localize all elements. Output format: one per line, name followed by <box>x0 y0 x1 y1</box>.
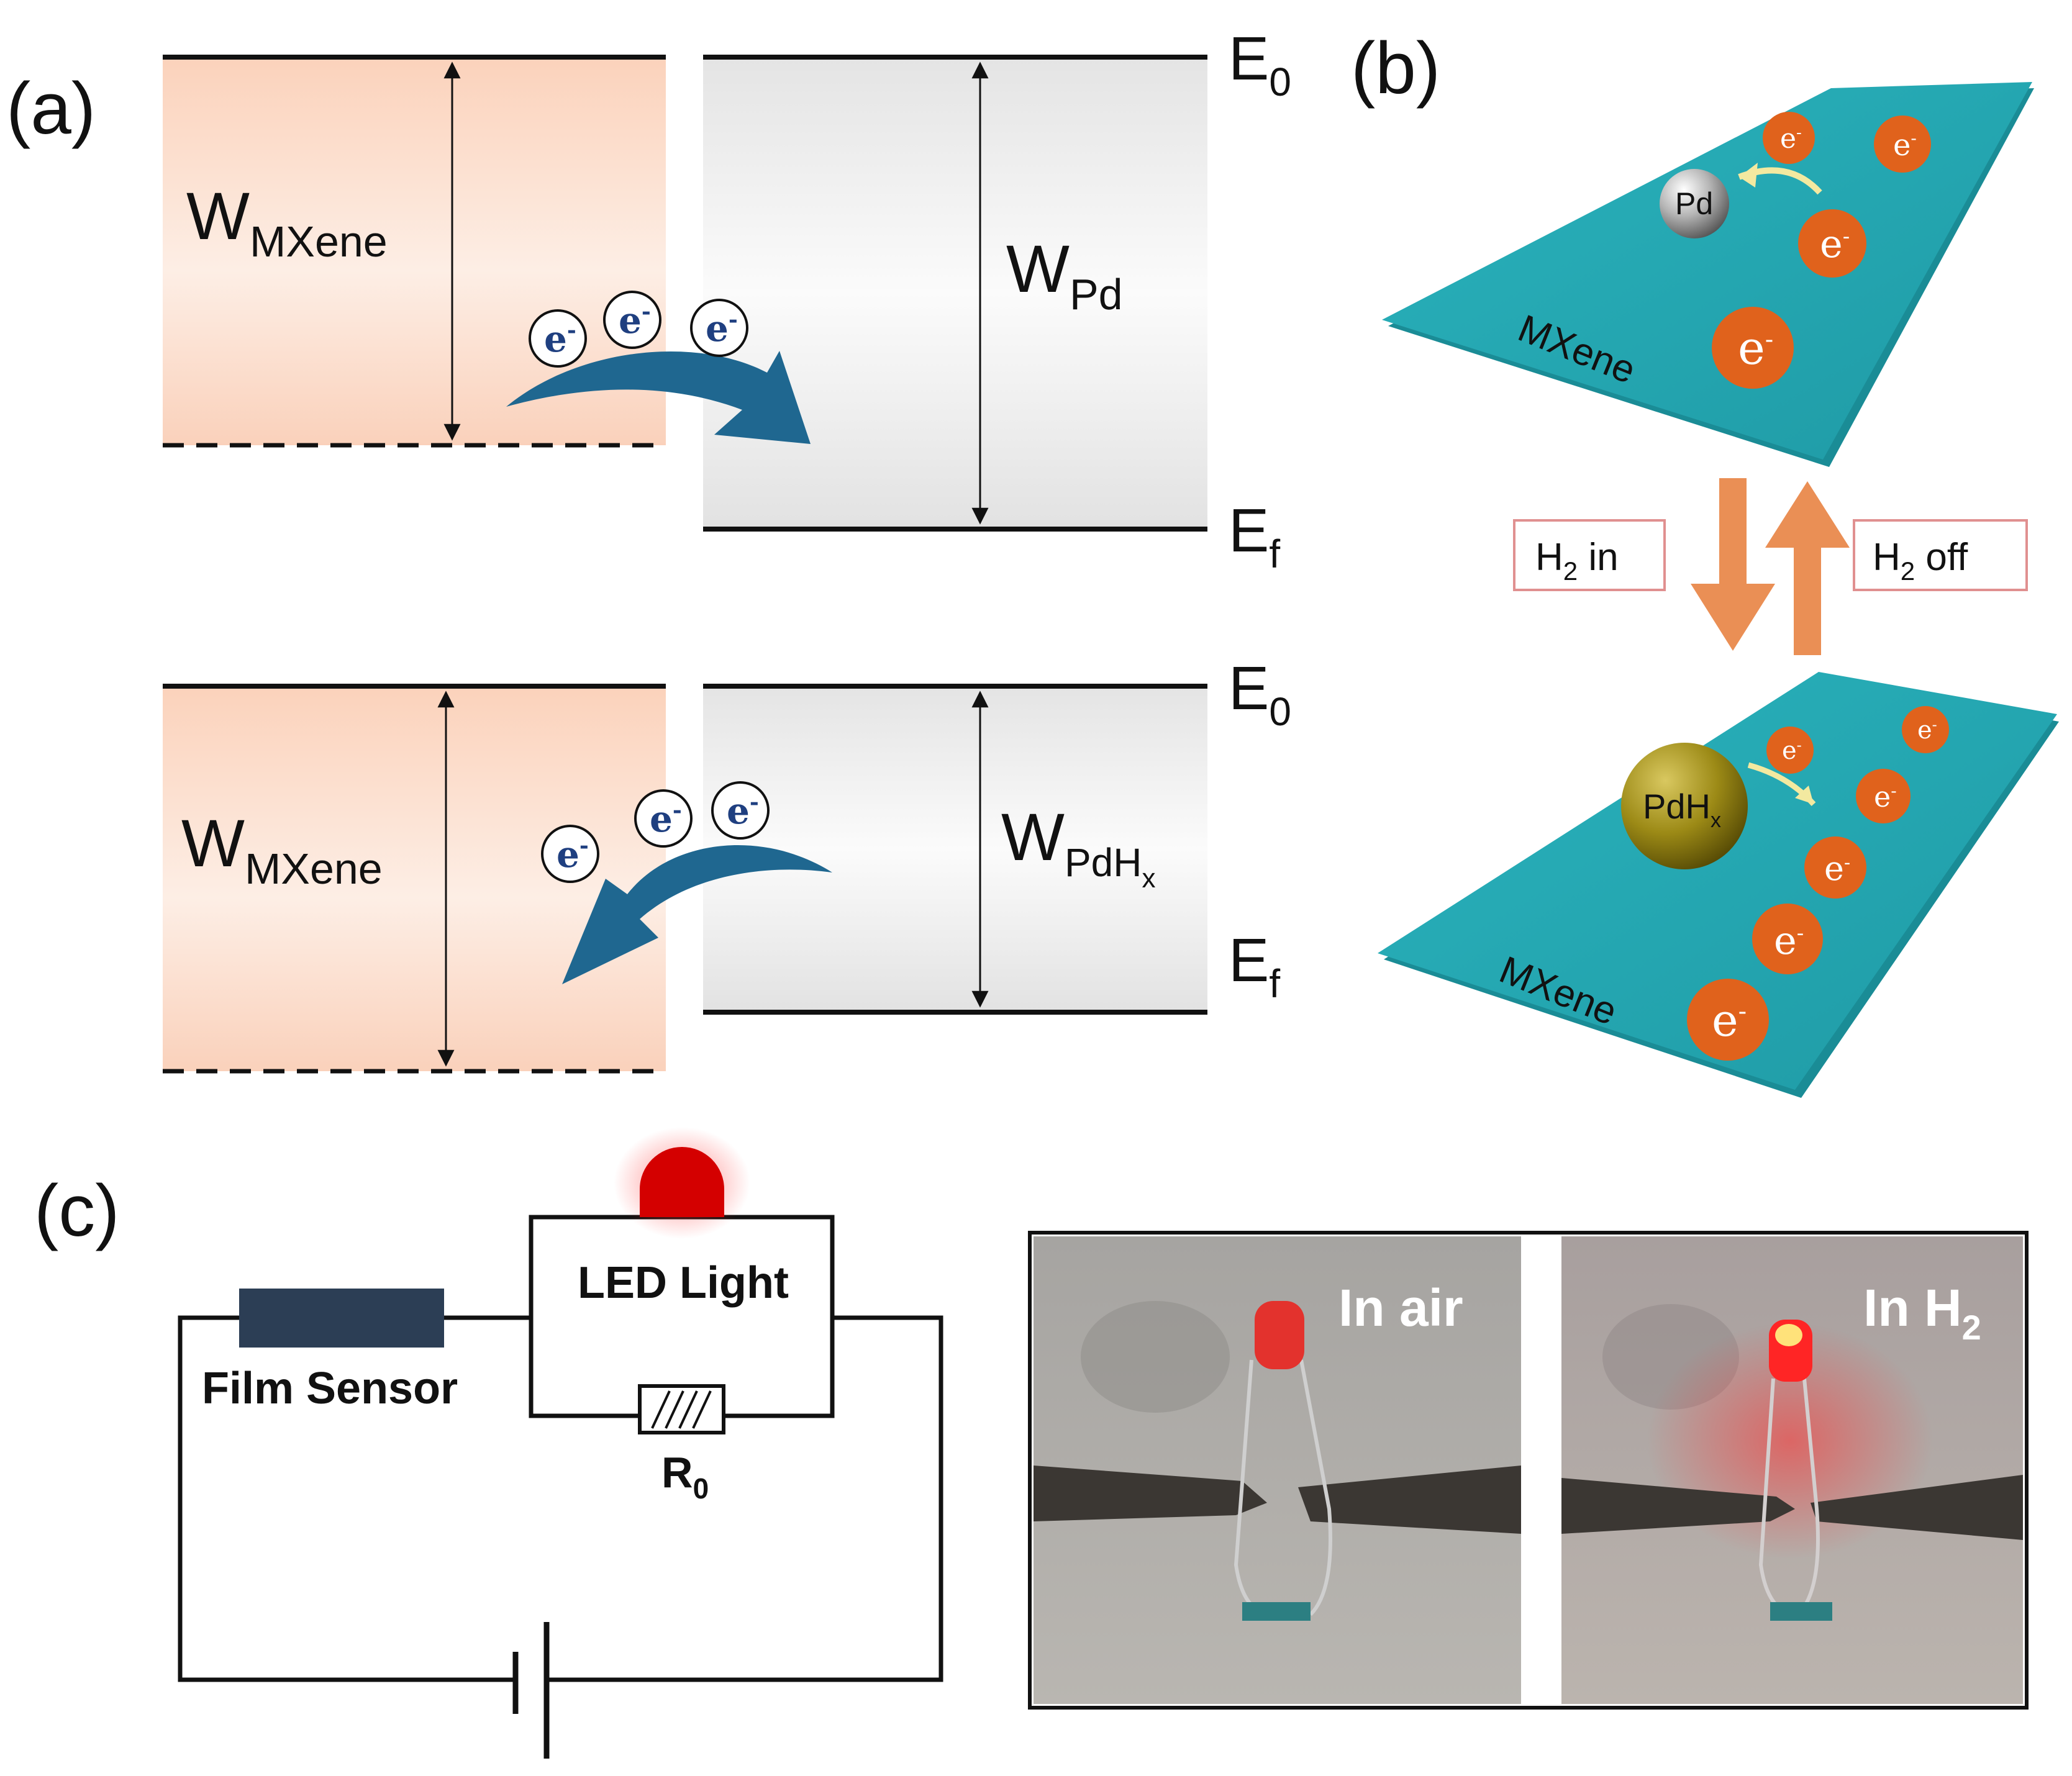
svg-text:e-: e- <box>544 317 576 360</box>
h2-off-box <box>1853 519 2028 591</box>
panel-b: (b) MXene Pd e- e- e- e- <box>1351 27 2059 1098</box>
svg-text:e-: e- <box>1874 780 1897 813</box>
svg-text:e-: e- <box>1738 322 1773 375</box>
svg-text:e-: e- <box>1824 849 1850 888</box>
h2-in-box <box>1513 519 1666 591</box>
film-sensor <box>239 1289 444 1348</box>
pd-label: Pd <box>1675 186 1713 221</box>
panel-a-label: (a) <box>6 68 96 150</box>
pdhx-block <box>703 686 1207 1012</box>
electron-circles-bottom: e- e- e- <box>541 781 770 883</box>
pdhx-particle <box>1621 743 1748 869</box>
w-pdhx-label: WPdHx <box>1001 799 1155 894</box>
e0-label-bottom: E0 <box>1229 654 1291 734</box>
in-h2-label: In H2 <box>1863 1279 1981 1347</box>
h2-off-label: H2 off <box>1873 536 1968 586</box>
svg-text:e-: e- <box>1782 736 1802 765</box>
ef-label-top: Ef <box>1229 496 1280 576</box>
e0-label-top: E0 <box>1229 24 1291 104</box>
w-mxene-label-top: WMXene <box>186 178 388 266</box>
led-unlit <box>1255 1301 1304 1369</box>
electrons-top: e- e- e- e- <box>1712 112 1931 389</box>
pdhx-label: PdHx <box>1643 787 1721 832</box>
svg-text:e-: e- <box>706 307 738 350</box>
photo-in-h2: In H2 <box>1561 1236 2023 1704</box>
svg-text:e-: e- <box>1820 221 1850 266</box>
w-pd-label: WPd <box>1006 231 1123 319</box>
ef-label-bottom: Ef <box>1229 926 1280 1006</box>
led-light-label: LED Light <box>578 1258 789 1308</box>
r0-label: R0 <box>661 1448 709 1505</box>
svg-text:e-: e- <box>1774 918 1804 963</box>
svg-text:e-: e- <box>650 797 682 840</box>
led-bulb <box>640 1147 724 1217</box>
panel-c-label: (c) <box>34 1170 120 1252</box>
mxene-plate-bottom: MXene PdHx e- e- e- e- e- e- <box>1378 672 2059 1098</box>
svg-text:e-: e- <box>1712 994 1747 1046</box>
pd-particle <box>1660 169 1729 238</box>
electron-circles-top: e- e- e- <box>529 291 748 368</box>
band-diagram-top: WMXene WPd e- e- e- E0 Ef <box>163 24 1291 576</box>
svg-text:e-: e- <box>557 833 589 876</box>
mxene-plate-top: MXene Pd e- e- e- e- <box>1382 82 2034 467</box>
w-mxene-label-bottom: WMXene <box>181 805 383 893</box>
band-diagram-bottom: WMXene WPdHx e- e- e- E0 Ef <box>163 654 1291 1074</box>
h2-off-arrow <box>1765 481 1850 655</box>
circuit-wire-left <box>178 1315 516 1682</box>
svg-text:e-: e- <box>727 789 759 832</box>
svg-text:e-: e- <box>1917 716 1937 745</box>
svg-text:e-: e- <box>1893 128 1917 163</box>
panel-a: (a) WMXene WPd e- e- <box>6 24 1291 1074</box>
w-symbol: W <box>1006 231 1070 306</box>
circuit-wire-right <box>547 1315 943 1682</box>
resistor-hatch <box>651 1390 712 1429</box>
w-mxene-subscript: MXene <box>250 217 388 266</box>
h2-in-arrow <box>1691 478 1775 651</box>
w-symbol: W <box>186 178 250 253</box>
h2-cycle: H2 in H2 off <box>1513 478 2028 655</box>
w-pd-subscript: Pd <box>1070 270 1123 319</box>
h2-in-label: H2 in <box>1535 536 1619 586</box>
panel-b-label: (b) <box>1351 27 1440 109</box>
in-air-label: In air <box>1338 1279 1463 1337</box>
svg-text:e-: e- <box>1780 123 1802 155</box>
electron-transfer-arrow-top <box>506 351 811 444</box>
photo-in-air: In air <box>1034 1236 1521 1704</box>
electron-transfer-arrow-bottom <box>562 845 832 984</box>
led-photos: In air In H2 <box>1028 1231 2029 1710</box>
panel-c: (c) Film Sensor LED Light R0 <box>34 1127 2029 1759</box>
electrons-bottom: e- e- e- e- e- e- <box>1687 706 1949 1061</box>
svg-text:e-: e- <box>619 299 651 342</box>
pd-block <box>703 57 1207 529</box>
film-sensor-label: Film Sensor <box>202 1364 458 1413</box>
